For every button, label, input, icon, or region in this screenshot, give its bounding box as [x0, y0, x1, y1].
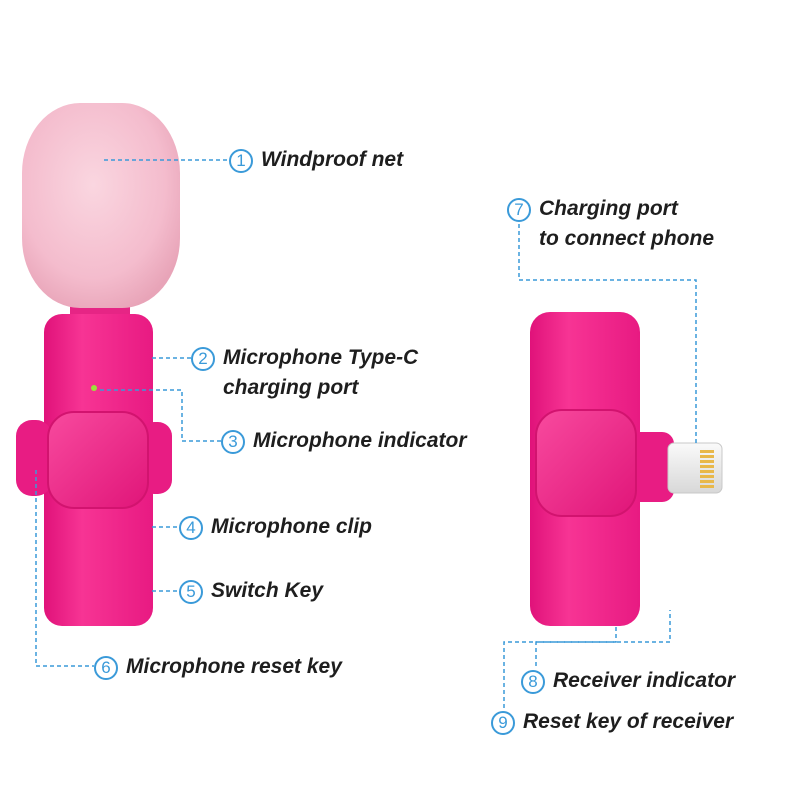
label-line: Microphone clip [211, 515, 373, 538]
leader-9 [503, 626, 617, 708]
callout-type-c-port: 2 Microphone Type-C charging port [191, 346, 418, 403]
callout-label: Reset key of receiver [523, 707, 733, 737]
callout-label: Microphone reset key [126, 652, 342, 682]
microphone-indicator-led [91, 385, 97, 391]
callout-number: 5 [179, 580, 203, 604]
callout-label: Switch Key [211, 576, 323, 606]
callout-receiver-indicator: 8 Receiver indicator [521, 669, 735, 696]
callout-number: 4 [179, 516, 203, 540]
callout-label: Charging port to connect phone [539, 194, 714, 254]
callout-label: Windproof net [261, 145, 403, 175]
callout-number: 8 [521, 670, 545, 694]
label-line: Switch Key [211, 579, 324, 602]
receiver-button [535, 409, 637, 517]
label-line: Reset key of receiver [523, 710, 734, 733]
callout-number: 3 [221, 430, 245, 454]
leader-3 [100, 389, 221, 442]
lightning-contacts [700, 450, 714, 488]
callout-number: 6 [94, 656, 118, 680]
clip-wing-left [16, 420, 52, 496]
callout-number: 1 [229, 149, 253, 173]
label-line: Charging port [539, 197, 678, 220]
callout-label: Microphone indicator [253, 426, 467, 456]
label-line: to connect phone [539, 227, 714, 250]
callout-receiver-reset-key: 9 Reset key of receiver [491, 710, 733, 737]
callout-microphone-reset-key: 6 Microphone reset key [94, 655, 342, 682]
callout-label: Microphone clip [211, 512, 372, 542]
callout-number: 7 [507, 198, 531, 222]
leader-6 [35, 470, 94, 667]
windscreen-foam [22, 103, 180, 308]
label-line: Microphone indicator [253, 429, 467, 452]
label-line: charging port [223, 376, 359, 399]
callout-number: 9 [491, 711, 515, 735]
callout-charging-port-phone: 7 Charging port to connect phone [507, 197, 714, 254]
callout-label: Microphone Type-C charging port [223, 343, 418, 403]
callout-windproof-net: 1 Windproof net [229, 148, 403, 175]
leader-7 [518, 224, 697, 446]
label-line: Microphone Type-C [223, 346, 419, 369]
leader-8 [535, 610, 671, 666]
callout-microphone-clip: 4 Microphone clip [179, 515, 372, 542]
label-line: Windproof net [261, 148, 404, 171]
clip-button [47, 411, 149, 509]
callout-microphone-indicator: 3 Microphone indicator [221, 429, 467, 456]
callout-label: Receiver indicator [553, 666, 735, 696]
label-line: Microphone reset key [126, 655, 342, 678]
callout-number: 2 [191, 347, 215, 371]
label-line: Receiver indicator [553, 669, 736, 692]
callout-switch-key: 5 Switch Key [179, 579, 323, 606]
